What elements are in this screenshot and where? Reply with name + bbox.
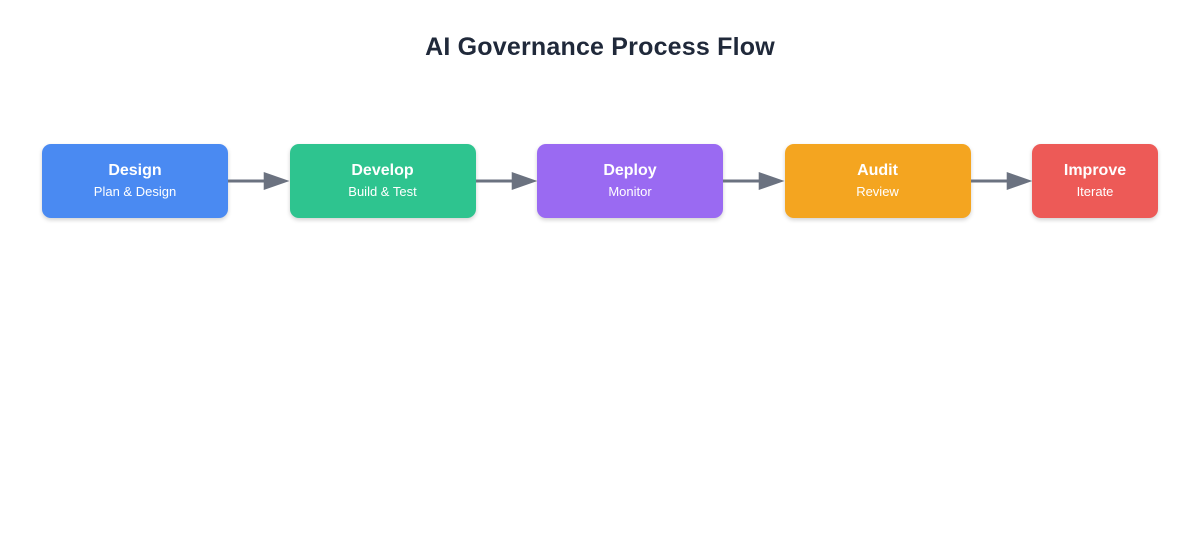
arrow-right-icon — [723, 172, 785, 190]
flow-node-title: Deploy — [603, 162, 657, 179]
flow-node-deploy[interactable]: Deploy Monitor — [537, 144, 723, 218]
flow-node-subtitle: Build & Test — [348, 184, 417, 199]
arrow-right-icon — [228, 172, 290, 190]
flow-node-audit[interactable]: Audit Review — [784, 144, 971, 218]
flow-node-improve[interactable]: Improve Iterate — [1032, 144, 1158, 218]
flow-node-subtitle: Monitor — [608, 184, 652, 199]
flow-node-title: Audit — [857, 162, 898, 179]
arrow-right-icon — [970, 172, 1032, 190]
process-flow-diagram: Design Plan & Design Develop Build & Tes… — [42, 144, 1158, 218]
flow-node-title: Develop — [351, 162, 414, 179]
flow-node-subtitle: Iterate — [1076, 184, 1114, 199]
flow-node-subtitle: Plan & Design — [93, 184, 177, 199]
flow-node-subtitle: Review — [856, 184, 899, 199]
arrow-right-icon — [475, 172, 537, 190]
page-title: AI Governance Process Flow — [425, 33, 775, 61]
flow-node-title: Design — [108, 162, 162, 179]
flow-node-design[interactable]: Design Plan & Design — [42, 144, 228, 218]
flow-node-develop[interactable]: Develop Build & Test — [289, 144, 476, 218]
flow-node-title: Improve — [1063, 162, 1127, 179]
